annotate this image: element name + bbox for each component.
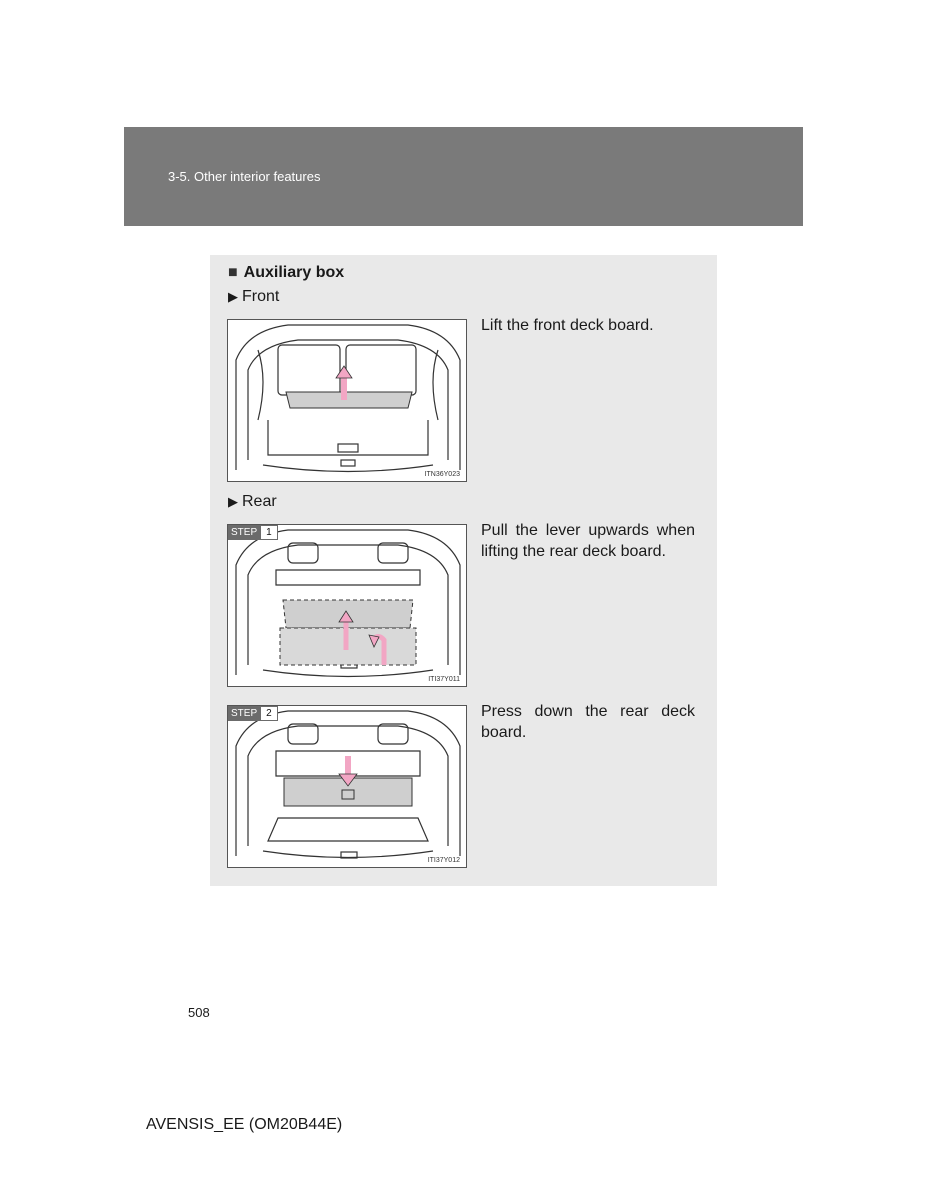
step2-figure: STEP 2 ITI37Y012 bbox=[227, 705, 467, 868]
figure-code: ITI37Y012 bbox=[427, 857, 460, 864]
front-subheading: ▶ Front bbox=[228, 288, 279, 306]
section-heading: ■ Auxiliary box bbox=[228, 264, 344, 282]
step-label: STEP bbox=[228, 706, 261, 721]
step-label: STEP bbox=[228, 525, 261, 540]
triangle-bullet-icon: ▶ bbox=[228, 494, 238, 509]
front-figure: ITN36Y023 bbox=[227, 319, 467, 482]
manual-code: AVENSIS_EE (OM20B44E) bbox=[146, 1116, 343, 1133]
front-label: Front bbox=[242, 288, 280, 305]
luggage-rear-step1-illustration bbox=[235, 529, 461, 678]
step-number: 2 bbox=[260, 706, 278, 721]
figure-code: ITN36Y023 bbox=[424, 471, 460, 478]
section-label: 3-5. Other interior features bbox=[168, 169, 321, 184]
rear-subheading: ▶ Rear bbox=[228, 493, 277, 511]
content-box: ■Auxiliary box ▶Front ITN36Y023 Lift bbox=[210, 255, 717, 886]
step-1-badge: STEP 1 bbox=[228, 525, 278, 540]
square-bullet-icon: ■ bbox=[228, 264, 238, 281]
header-band: 3-5. Other interior features bbox=[124, 127, 803, 226]
heading-text: Auxiliary box bbox=[243, 264, 345, 281]
figure-code: ITI37Y011 bbox=[428, 676, 460, 683]
page-number: 508 bbox=[188, 1005, 210, 1020]
rear-label: Rear bbox=[242, 493, 277, 510]
triangle-bullet-icon: ▶ bbox=[228, 289, 238, 304]
front-instruction: Lift the front deck board. bbox=[481, 317, 654, 334]
luggage-front-illustration bbox=[235, 324, 461, 473]
step1-figure: STEP 1 ITI37Y011 bbox=[227, 524, 467, 687]
step2-instruction: Press down the rear deck board. bbox=[481, 703, 695, 741]
step1-instruction: Pull the lever upwards when lifting the … bbox=[481, 522, 695, 560]
luggage-rear-step2-illustration bbox=[235, 710, 461, 859]
step-number: 1 bbox=[260, 525, 278, 540]
step-2-badge: STEP 2 bbox=[228, 706, 278, 721]
